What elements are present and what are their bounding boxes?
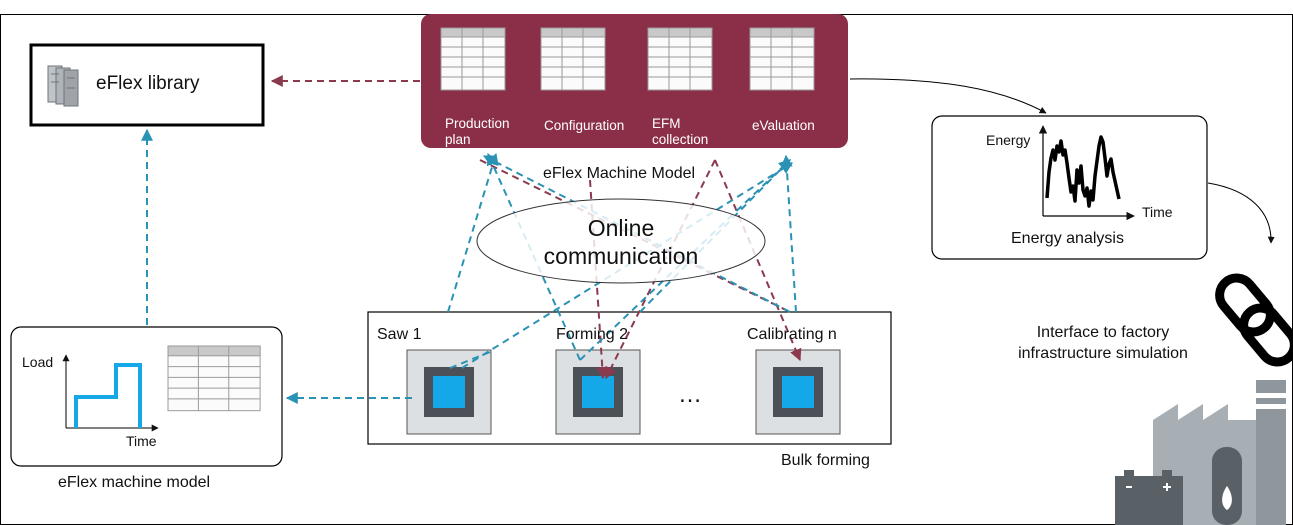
to-energy-arrow xyxy=(849,78,1047,114)
load-y-label: Load xyxy=(22,354,54,370)
configuration-table-icon xyxy=(540,27,606,91)
bulk-forming-label: Bulk forming xyxy=(781,452,870,469)
machine-calibrating-label: Calibrating n xyxy=(747,326,837,343)
production-plan-table-icon xyxy=(440,27,506,91)
evaluation-table-icon xyxy=(749,27,815,91)
online-communication-ellipse xyxy=(476,198,766,284)
configuration-label: Configuration xyxy=(544,118,625,133)
energy-analysis-caption: Energy analysis xyxy=(1011,230,1124,247)
library-icon xyxy=(47,65,79,107)
efm-collection-label: EFM collection xyxy=(652,116,709,147)
efm-collection-table-icon xyxy=(647,27,713,91)
evaluation-label: eValuation xyxy=(752,118,815,133)
machine-model-caption: eFlex machine model xyxy=(58,474,211,491)
chain-link-icon xyxy=(1215,273,1293,367)
machine-saw-icon xyxy=(406,349,492,435)
factory-icon xyxy=(1115,380,1286,525)
machine-model-panel-title: eFlex Machine Model xyxy=(543,165,696,182)
machines-ellipsis: … xyxy=(678,381,702,408)
library-label: eFlex library xyxy=(96,73,200,94)
machine-calibrating-icon xyxy=(755,349,841,435)
machine-model-panel xyxy=(421,14,848,148)
energy-x-label: Time xyxy=(1142,204,1173,220)
energy-y-label: Energy xyxy=(986,132,1031,148)
machine-saw-label: Saw 1 xyxy=(377,326,422,343)
machine-model-table-icon xyxy=(167,345,261,412)
to-interface-arrow xyxy=(1207,182,1275,244)
interface-label: Interface to factory infrastructure simu… xyxy=(1018,324,1188,362)
online-communication-label: Online communication xyxy=(543,215,699,270)
production-plan-label: Production plan xyxy=(445,116,510,147)
energy-curve xyxy=(1045,135,1121,208)
load-x-label: Time xyxy=(126,433,157,449)
machine-forming-label: Forming 2 xyxy=(556,326,629,343)
machine-forming-icon xyxy=(555,349,641,435)
load-step-curve xyxy=(74,363,142,428)
